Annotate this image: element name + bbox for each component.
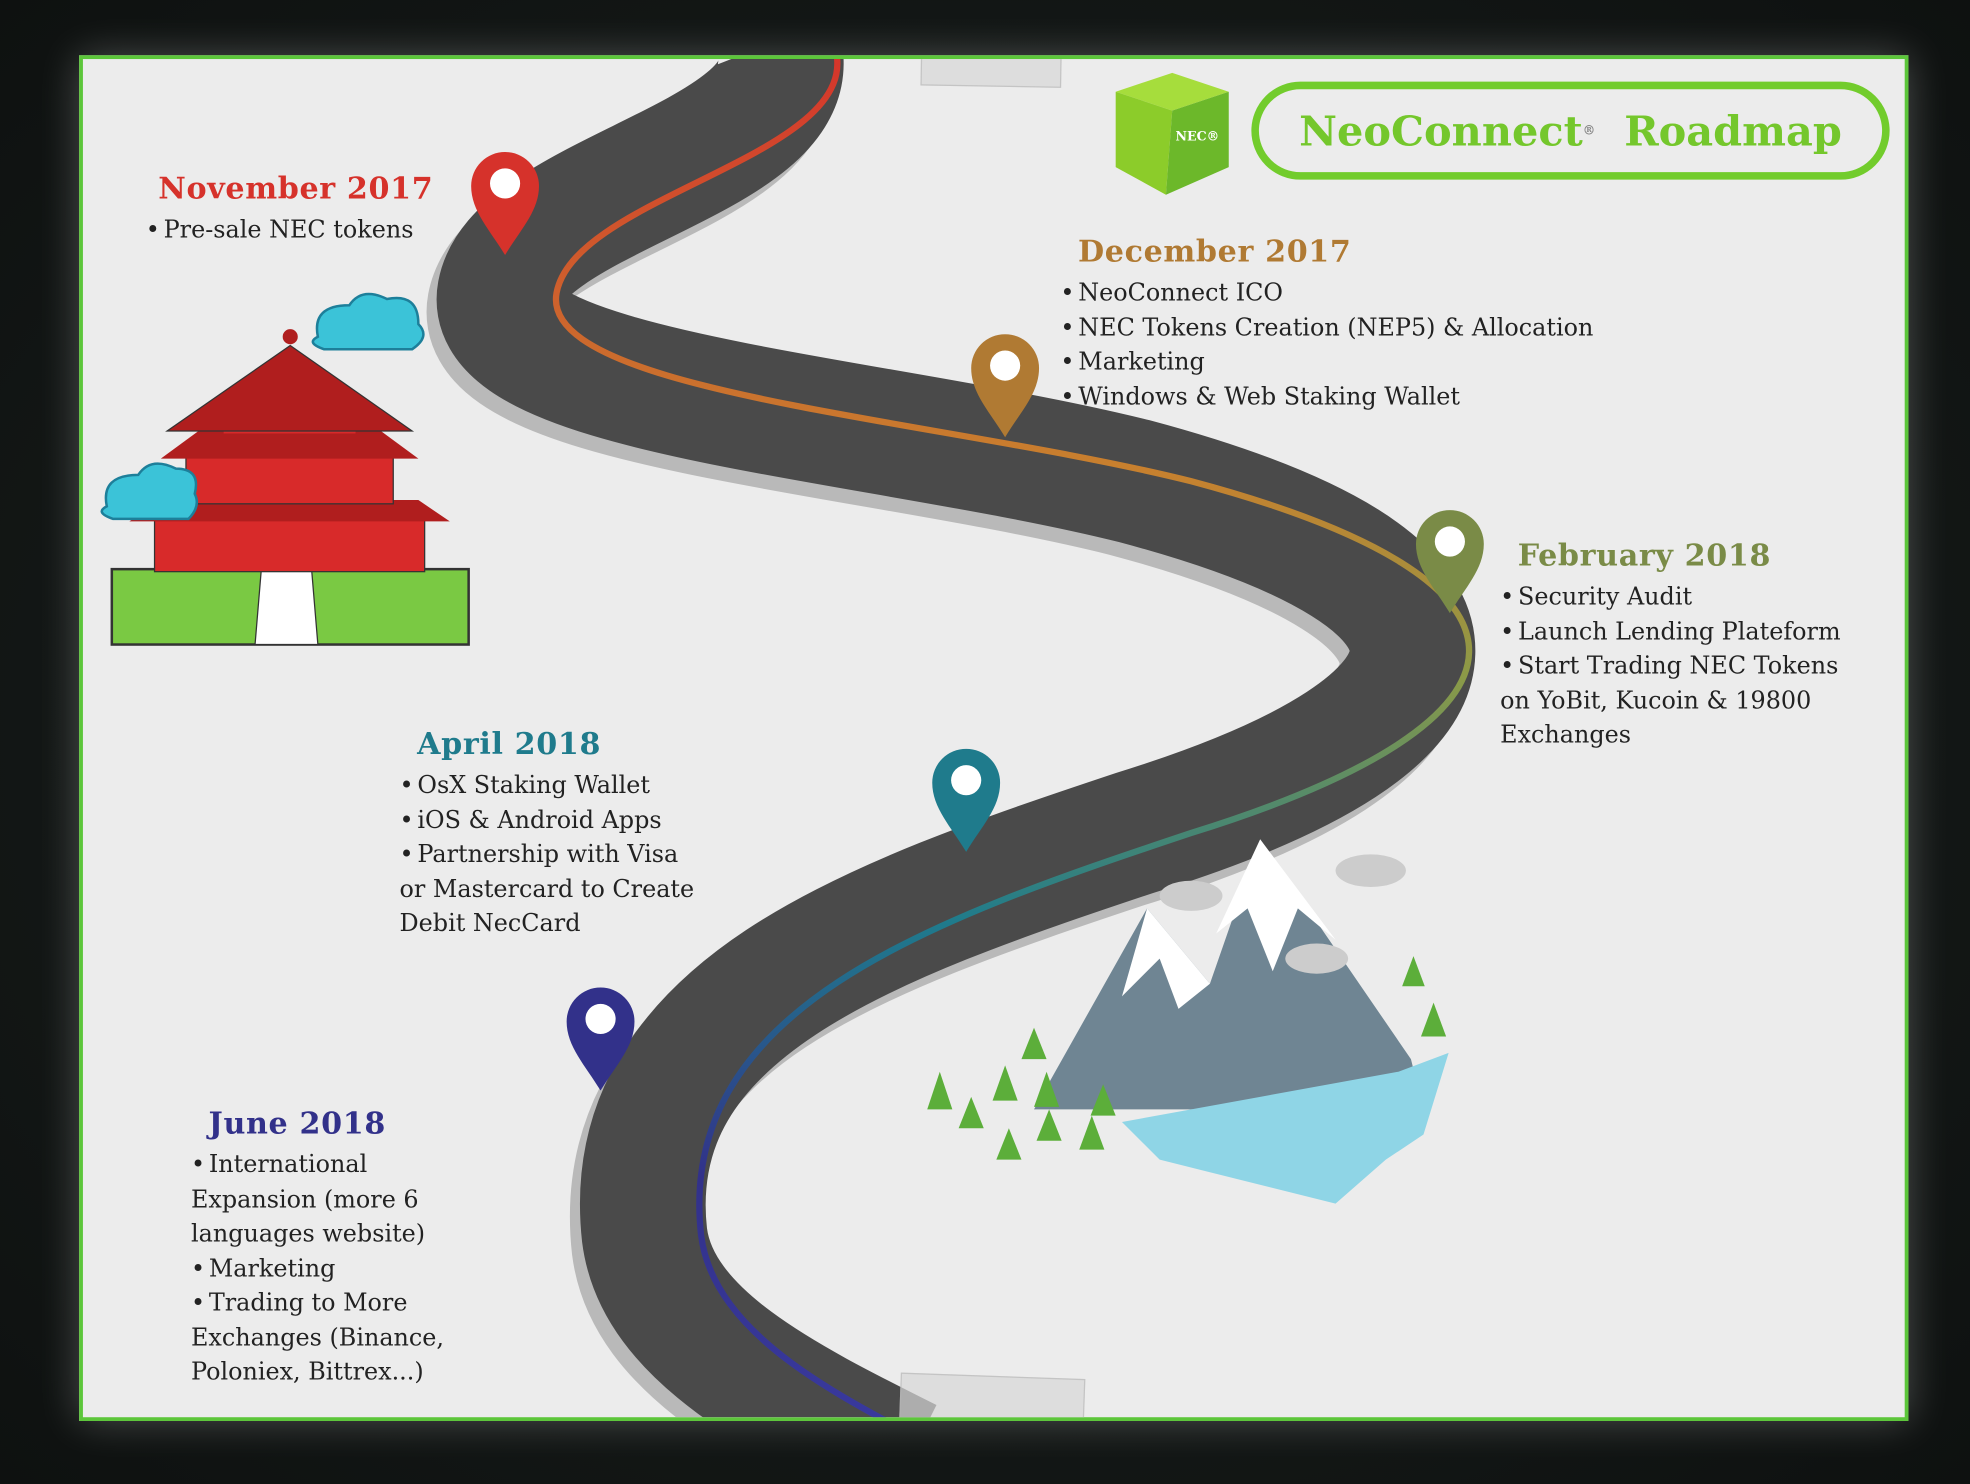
item-text: Pre-sale NEC tokens xyxy=(163,216,414,244)
milestone-item: •iOS & Android Apps xyxy=(400,803,695,838)
bullet-icon: • xyxy=(190,1289,206,1317)
bullet-icon: • xyxy=(190,1150,206,1179)
milestone-item: •Launch Lending Plateform xyxy=(1500,615,1840,650)
bullet-icon: • xyxy=(1060,348,1075,376)
milestone-nov: November 2017 •Pre-sale NEC tokens xyxy=(146,170,434,249)
item-text: Partnership with Visa xyxy=(417,840,679,869)
item-text: Debit NecCard xyxy=(399,909,581,938)
milestone-item: •OsX Staking Wallet xyxy=(400,769,695,804)
bullet-icon: • xyxy=(145,216,160,244)
map-pin-icon-nov xyxy=(471,152,539,256)
map-pin-hole xyxy=(585,1003,616,1035)
milestone-item: on YoBit, Kucoin & 19800 xyxy=(1500,684,1840,719)
map-pin-icon-jun xyxy=(566,987,635,1091)
milestone-item: •Windows & Web Staking Wallet xyxy=(1060,380,1593,415)
item-text: Exchanges xyxy=(1500,721,1632,749)
item-text: languages website) xyxy=(190,1219,426,1248)
milestone-item: •NeoConnect ICO xyxy=(1060,276,1593,311)
map-pin-icon-feb xyxy=(1415,510,1484,614)
map-pin-icon-apr xyxy=(932,748,1001,852)
bullet-icon: • xyxy=(1060,313,1075,342)
road-centerline xyxy=(553,59,1473,1418)
bullet-icon: • xyxy=(399,771,414,800)
item-text: Start Trading NEC Tokens xyxy=(1518,652,1839,680)
map-pin-hole xyxy=(951,765,982,796)
map-pin-hole xyxy=(489,168,521,199)
milestone-item: Debit NecCard xyxy=(400,907,695,942)
milestone-heading: November 2017 xyxy=(158,169,434,207)
nec-logo: NEC® xyxy=(1115,72,1229,195)
milestone-item: Expansion (more 6 xyxy=(191,1183,444,1218)
item-text: Security Audit xyxy=(1518,582,1693,611)
item-text: Exchanges (Binance, xyxy=(190,1323,445,1352)
tape-top xyxy=(920,59,1063,88)
map-pin-hole xyxy=(990,350,1021,381)
milestone-apr: April 2018•OsX Staking Wallet•iOS & Andr… xyxy=(400,725,695,942)
roadmap-panel: NEC® NeoConnect® Roadmap November 2017•P… xyxy=(79,55,1909,1421)
item-text: or Mastercard to Create xyxy=(399,875,695,903)
map-pin-icon-dec xyxy=(971,334,1040,438)
milestone-item: Exchanges xyxy=(1500,719,1840,754)
road xyxy=(426,59,1476,1418)
item-text: on YoBit, Kucoin & 19800 xyxy=(1500,686,1812,715)
item-text: NEC Tokens Creation (NEP5) & Allocation xyxy=(1078,313,1594,342)
tape-bottom xyxy=(898,1372,1086,1418)
milestone-item: •Start Trading NEC Tokens xyxy=(1500,650,1840,685)
bullet-icon: • xyxy=(1060,278,1075,307)
bullet-icon: • xyxy=(1500,617,1515,646)
item-text: Launch Lending Plateform xyxy=(1518,617,1841,646)
bullet-icon: • xyxy=(190,1254,206,1283)
milestone-item: •Partnership with Visa xyxy=(400,838,695,873)
bullet-icon: • xyxy=(1500,652,1515,680)
milestone-item: languages website) xyxy=(191,1217,444,1252)
milestone-item: •Marketing xyxy=(1060,346,1593,381)
milestone-item: •Security Audit xyxy=(1500,580,1840,615)
milestone-feb: February 2018•Security Audit•Launch Lend… xyxy=(1500,536,1840,753)
item-text: OsX Staking Wallet xyxy=(417,771,651,800)
milestone-item: Poloniex, Bittrex...) xyxy=(191,1356,444,1391)
title-brand: NeoConnect xyxy=(1299,106,1583,156)
item-text: Poloniex, Bittrex...) xyxy=(190,1358,424,1386)
item-text: iOS & Android Apps xyxy=(417,805,662,834)
map-pins xyxy=(471,152,1484,1091)
milestone-item: or Mastercard to Create xyxy=(400,873,695,908)
milestone-heading: December 2017 xyxy=(1077,232,1352,269)
milestone-item: •Pre-sale NEC tokens xyxy=(146,214,434,249)
item-text: Expansion (more 6 xyxy=(190,1185,419,1214)
roadmap-title: NeoConnect® Roadmap xyxy=(1251,81,1890,180)
milestone-item: •Trading to More xyxy=(191,1287,444,1322)
item-text: Marketing xyxy=(1078,348,1205,376)
milestone-dec: December 2017•NeoConnect ICO•NEC Tokens … xyxy=(1060,232,1593,414)
logo-text: NEC® xyxy=(1176,129,1220,144)
bullet-icon: • xyxy=(1500,582,1515,611)
bullet-icon: • xyxy=(399,805,414,834)
bullet-icon: • xyxy=(1060,382,1075,411)
item-text: Marketing xyxy=(208,1254,336,1283)
title-reg: ® xyxy=(1582,123,1596,138)
milestone-item: •NEC Tokens Creation (NEP5) & Allocation xyxy=(1060,311,1593,346)
item-text: Windows & Web Staking Wallet xyxy=(1078,382,1460,411)
roadmap-artwork: NEC® xyxy=(100,59,1484,1418)
milestone-heading: April 2018 xyxy=(417,724,602,762)
milestone-item: Exchanges (Binance, xyxy=(191,1321,444,1356)
pagoda-illustration xyxy=(100,292,470,646)
map-pin-hole xyxy=(1434,526,1465,557)
milestone-item: •Marketing xyxy=(191,1252,444,1287)
item-text: Trading to More xyxy=(208,1289,408,1317)
mountain-illustration xyxy=(927,839,1449,1204)
title-suffix: Roadmap xyxy=(1624,106,1842,156)
milestone-item: •International xyxy=(191,1148,444,1183)
item-text: International xyxy=(208,1150,368,1179)
milestone-heading: February 2018 xyxy=(1517,536,1772,573)
bullet-icon: • xyxy=(399,840,414,869)
item-text: NeoConnect ICO xyxy=(1078,278,1284,307)
milestone-heading: June 2018 xyxy=(208,1104,386,1141)
